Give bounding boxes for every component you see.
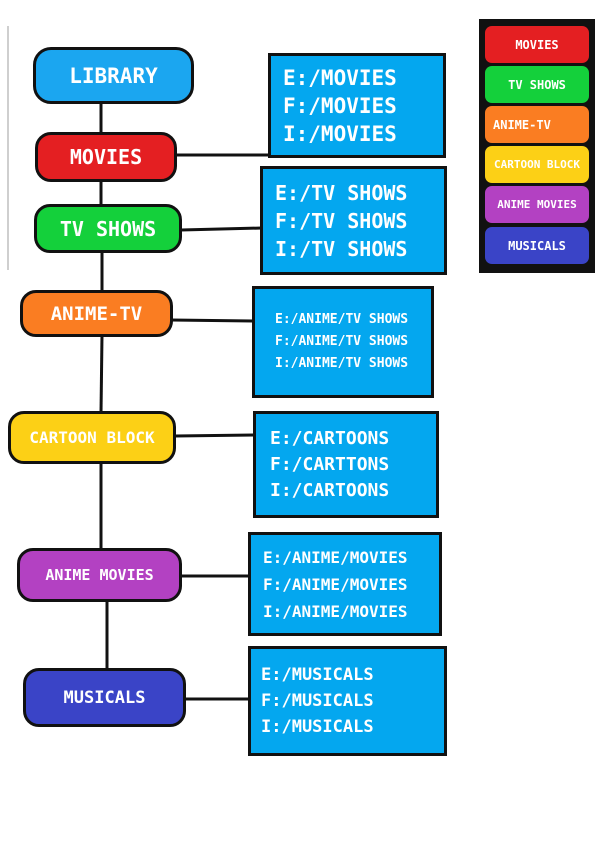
path-line: F:/ANIME/TV SHOWS [275,334,409,349]
node-musicals: MUSICALS [23,668,186,727]
path-line: E:/ANIME/MOVIES [263,547,408,567]
node-tv-shows: TV SHOWS [34,204,182,253]
path-line: I:/ANIME/TV SHOWS [275,356,409,371]
link-tv-shows-paths [180,226,263,232]
path-line: I:/MUSICALS [261,717,374,737]
node-library: LIBRARY [33,47,194,104]
legend-item-anime-movies: ANIME MOVIES [485,186,589,223]
left-divider-line [7,26,9,270]
paths-movies: E:/MOVIES F:/MOVIES I:/MOVIES [268,53,446,158]
legend-item-cartoon-block: CARTOON BLOCK [485,146,589,183]
legend-item-anime-tv: ANIME-TV [485,106,589,143]
legend-item-tv-shows: TV SHOWS [485,66,589,103]
path-line: F:/MOVIES [283,93,397,118]
paths-anime-tv: E:/ANIME/TV SHOWS F:/ANIME/TV SHOWS I:/A… [252,286,434,398]
legend-item-musicals: MUSICALS [485,227,589,264]
path-line: I:/TV SHOWS [275,236,408,261]
legend-item-movies: MOVIES [485,26,589,63]
path-line: E:/TV SHOWS [275,180,408,205]
node-movies: MOVIES [35,132,177,182]
paths-cartoon-block: E:/CARTOONS F:/CARTTONS I:/CARTOONS [253,411,439,518]
path-line: E:/CARTOONS [270,427,390,449]
path-line: F:/MUSICALS [261,691,374,711]
node-anime-tv: ANIME-TV [20,290,173,337]
path-line: E:/MOVIES [283,65,397,90]
path-line: I:/MOVIES [283,121,397,146]
paths-musicals: E:/MUSICALS F:/MUSICALS I:/MUSICALS [248,646,447,756]
path-line: F:/TV SHOWS [275,208,408,233]
path-line: F:/CARTTONS [270,453,390,475]
node-cartoon-block: CARTOON BLOCK [8,411,176,464]
path-line: I:/CARTOONS [270,479,390,501]
path-line: I:/ANIME/MOVIES [263,601,408,621]
link-anime-tv-paths [170,318,254,323]
color-legend: MOVIES TV SHOWS ANIME-TV CARTOON BLOCK A… [479,19,595,273]
link-cartoon-block-paths [174,433,255,438]
path-line: E:/ANIME/TV SHOWS [275,312,409,327]
node-anime-movies: ANIME MOVIES [17,548,182,602]
paths-tv-shows: E:/TV SHOWS F:/TV SHOWS I:/TV SHOWS [260,166,447,275]
edge-anime-tv-cartoon-block [99,334,104,414]
path-line: F:/ANIME/MOVIES [263,574,408,594]
paths-anime-movies: E:/ANIME/MOVIES F:/ANIME/MOVIES I:/ANIME… [248,532,442,636]
path-line: E:/MUSICALS [261,665,374,685]
